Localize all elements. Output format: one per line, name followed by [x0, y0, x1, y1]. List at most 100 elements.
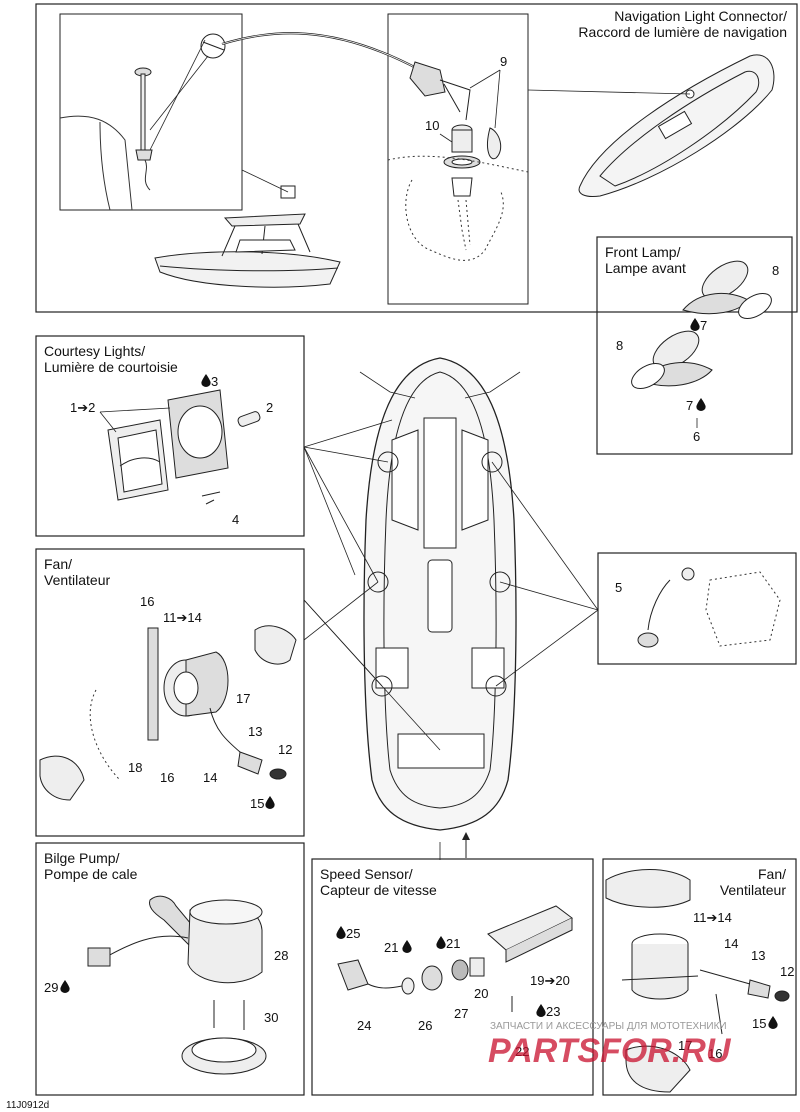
leader-lines: [303, 371, 599, 860]
callout-30: 30: [264, 1010, 278, 1025]
callout-16: 16: [140, 594, 154, 609]
panel-speed-sensor: Speed Sensor/ Capteur de vitesse 25 21 2…: [311, 858, 594, 1096]
fan-body: [147, 627, 229, 741]
panel-frame: [35, 335, 305, 537]
nav-wire: [221, 32, 421, 71]
callout-17: 17: [678, 1038, 692, 1053]
bilge-connector: [87, 947, 111, 967]
callout-18: 18: [128, 760, 142, 775]
boat-top-view: [578, 54, 775, 197]
callout-9: 9: [500, 54, 507, 69]
central-boat-top-view: [363, 357, 517, 831]
panel-title-fr: Ventilateur: [44, 572, 110, 588]
callout-8b: 8: [616, 338, 623, 353]
lamp-upper: [682, 260, 772, 319]
panel-title-en: Speed Sensor/: [320, 866, 413, 882]
callout-4: 4: [232, 512, 239, 527]
panel-frame: [597, 552, 797, 665]
callout-22: 22: [515, 1044, 529, 1059]
callout-16: 16: [708, 1046, 722, 1061]
callout-7b: 7: [686, 398, 693, 413]
panel-sensor-side: 5: [597, 552, 797, 665]
nav-light-pole: [134, 67, 153, 191]
callout-24: 24: [357, 1018, 371, 1033]
panel-title-fr: Capteur de vitesse: [320, 882, 437, 898]
callout-20: 20: [474, 986, 488, 1001]
panel-frame: [35, 842, 305, 1096]
callout-29: 29: [44, 980, 58, 995]
panel-title-fr: Ventilateur: [720, 882, 786, 898]
fan-connector: [237, 751, 287, 780]
callout-5: 5: [615, 580, 622, 595]
callout-13: 13: [248, 724, 262, 739]
panel-title-en: Courtesy Lights/: [44, 343, 145, 359]
callout-19-20: 19➔20: [530, 973, 570, 988]
panel-title-fr: Raccord de lumière de navigation: [578, 24, 787, 40]
nav-connector: [409, 61, 502, 197]
boat-side-view: [154, 213, 341, 288]
courtesy-housing: [167, 389, 229, 479]
callout-11-14: 11➔14: [693, 910, 732, 925]
callout-2: 2: [266, 400, 273, 415]
callout-15: 15: [752, 1016, 766, 1031]
panel-title-fr: Lumière de courtoisie: [44, 359, 178, 375]
panel-bilge-pump: Bilge Pump/ Pompe de cale 28 29 30: [35, 842, 305, 1096]
panel-title-en: Fan/: [758, 866, 786, 882]
panel-frame: [311, 858, 594, 1096]
callout-3: 3: [211, 374, 218, 389]
watermark-logo: PARTSFOR.RU: [488, 1032, 732, 1070]
panel-courtesy-lights: Courtesy Lights/ Lumière de courtoisie 3…: [35, 335, 305, 537]
diagram-code: 11J0912d: [6, 1100, 49, 1111]
callout-21b: 21: [446, 936, 460, 951]
callout-14: 14: [724, 936, 738, 951]
speed-sensor-connector: [337, 957, 485, 995]
callout-13: 13: [751, 948, 765, 963]
callout-17: 17: [236, 691, 250, 706]
panel-title-en: Fan/: [44, 556, 72, 572]
callout-12: 12: [780, 964, 794, 979]
detail-frame: [59, 13, 243, 211]
callout-28: 28: [274, 948, 288, 963]
bilge-pump-body: [149, 895, 263, 984]
callout-7: 7: [700, 318, 707, 333]
callout-25: 25: [346, 926, 360, 941]
callout-6: 6: [693, 429, 700, 444]
courtesy-bulb: [237, 411, 261, 427]
lamp-lower: [631, 330, 713, 389]
callout-12: 12: [278, 742, 292, 757]
panel-navigation-light: Navigation Light Connector/ Raccord de l…: [35, 3, 798, 313]
callout-11-14: 11➔14: [163, 610, 202, 625]
panel-title-fr: Pompe de cale: [44, 866, 138, 882]
callout-26: 26: [418, 1018, 432, 1033]
panel-fan-right: Fan/ Ventilateur 11➔14 14 13 12 15 17 16: [602, 858, 797, 1096]
callout-1-2: 1➔2: [70, 400, 95, 415]
panel-title-fr: Lampe avant: [605, 260, 686, 276]
panel-front-lamp: Front Lamp/ Lampe avant 8 7 8 7 6: [596, 236, 793, 455]
panel-title-en: Bilge Pump/: [44, 850, 120, 866]
bilge-base: [181, 1037, 267, 1075]
seat-outline: [59, 115, 133, 211]
panel-frame: [35, 3, 798, 313]
callout-27: 27: [454, 1006, 468, 1021]
callout-21: 21: [384, 940, 398, 955]
fan-duct: [39, 625, 297, 801]
watermark-tagline: ЗАПЧАСТИ И АКСЕССУАРЫ ДЛЯ МОТОТЕХНИКИ: [490, 1021, 727, 1032]
fan-body-right: [621, 933, 699, 1000]
panel-frame: [602, 858, 797, 1096]
panel-fan-left: Fan/ Ventilateur 16 11➔14 17 13 12 18 16…: [35, 548, 305, 837]
connector-frame: [387, 13, 529, 305]
callout-10: 10: [425, 118, 439, 133]
panel-frame: [596, 236, 793, 455]
fan-duct-right: [605, 869, 691, 1093]
callout-15: 15: [250, 796, 264, 811]
seat-outline-2: [99, 121, 111, 211]
callout-16b: 16: [160, 770, 174, 785]
leader-line: [149, 55, 209, 131]
callout-8: 8: [772, 263, 779, 278]
fan-connector-right: [747, 979, 790, 1002]
panel-title-en: Front Lamp/: [605, 244, 681, 260]
panel-title-en: Navigation Light Connector/: [614, 8, 787, 24]
panel-frame: [35, 548, 305, 837]
speed-sensor-bracket: [487, 905, 573, 963]
